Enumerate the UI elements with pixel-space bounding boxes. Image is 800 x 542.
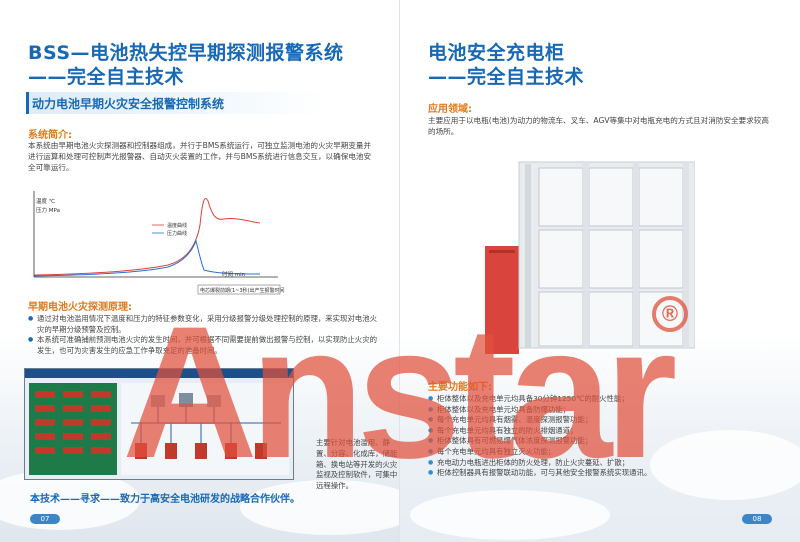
feature-item: 柜体整体以及充电单元均具备30分钟1250℃的耐火性能； — [428, 394, 778, 405]
charging-cabinet-image — [485, 158, 696, 356]
chart-annotation: 电芯爆裂前期(1~3秒)出产生报警时间 — [200, 288, 285, 294]
legend-pressure: 压力曲线 — [167, 231, 188, 237]
principle-list: 通过对电池滥用情况下温度和压力的特征参数变化，采用分级报警分级处理控制的原理，来… — [28, 314, 378, 356]
features-list: 柜体整体以及充电单元均具备30分钟1250℃的耐火性能； 柜体整体以及充电单元均… — [428, 394, 778, 479]
topology-view — [121, 383, 289, 475]
pressure-curve — [33, 239, 261, 277]
cabinet-svg — [485, 161, 696, 354]
legend-temp: 温度曲线 — [167, 223, 188, 229]
principle-heading: 早期电池火灾探测原理: — [28, 302, 132, 313]
x-label: 时间 min — [222, 272, 246, 278]
left-title-line1: BSS—电池热失控早期探测报警系统 — [28, 42, 344, 64]
right-title-line2: ——完全自主技术 — [428, 66, 585, 88]
tagline: 本技术——寻求——致力于高安全电池研发的战略合作伙伴。 — [30, 494, 300, 505]
software-header-bar — [25, 369, 293, 378]
left-title-line2: ——完全自主技术 — [28, 66, 185, 88]
right-page: 电池安全充电柜 ——完全自主技术 应用领域: 主要应用于以电瓶(电池)为动力的物… — [400, 0, 800, 542]
y-label-pressure: 压力 MPa — [36, 208, 60, 214]
features-heading: 主要功能如下: — [428, 382, 492, 393]
cloud-decoration — [240, 480, 400, 535]
cloud-decoration — [410, 490, 610, 540]
page-number-left: 07 — [30, 514, 60, 524]
intro-heading: 系统简介: — [28, 130, 72, 141]
annotation-box — [197, 284, 281, 295]
control-box — [485, 246, 519, 354]
subtitle: 动力电池早期火灾安全报警控制系统 — [32, 97, 225, 111]
application-text: 主要应用于以电瓶(电池)为动力的物流车、叉车、AGV等集中对电瓶充电的方式且对消… — [428, 116, 769, 136]
feature-item: 每个充电单元均具有烟雾、温度探测报警功能； — [428, 415, 778, 426]
topology-svg — [131, 393, 281, 459]
cloud-decoration — [0, 470, 140, 530]
software-description: 主要针对电池滥用、静置、分容、化成库，储能箱、换电站等开发的火灾监视及控制软件，… — [316, 438, 398, 491]
alarm-panel-svg — [35, 391, 111, 454]
temperature-curve — [33, 198, 261, 276]
chart-svg — [33, 191, 281, 295]
left-page: BSS—电池热失控早期探测报警系统 ——完全自主技术 动力电池早期火灾安全报警控… — [0, 0, 400, 542]
y-label-temp: 温度 ℃ — [36, 199, 55, 205]
monitoring-software-screenshot — [24, 368, 294, 480]
right-title-line1: 电池安全充电柜 — [428, 42, 565, 64]
subtitle-bar — [26, 92, 326, 114]
feature-item: 每个充电单元均具有独立的防火排烟通道； — [428, 426, 778, 437]
application-heading: 应用领域: — [428, 104, 472, 115]
intro-text: 本系统由早期电池火灾探测器和控制器组成，并行于BMS系统运行，可独立监测电池的火… — [28, 141, 372, 172]
page-number-right: 08 — [742, 514, 772, 524]
feature-item: 柜体整体以及充电单元均具备防爆功能； — [428, 405, 778, 416]
feature-item: 柜体控制器具有报警联动功能，可与其他安全报警系统实现通讯。 — [428, 468, 778, 479]
feature-item: 充电动力电瓶进出柜体的防火处理，防止火灾蔓延、扩散； — [428, 458, 778, 469]
principle-item: 本系统可准确捕前预测电池火灾的发生时间，并可根据不同需要提前做出报警与控制，以实… — [28, 335, 378, 356]
fire-detection-chart: 温度 ℃ 压力 MPa 温度曲线 压力曲线 时间 min 电芯爆裂前期(1~3秒… — [28, 185, 290, 297]
alarm-panel — [29, 383, 117, 475]
principle-item: 通过对电池滥用情况下温度和压力的特征参数变化，采用分级报警分级处理控制的原理，来… — [28, 314, 378, 335]
feature-item: 柜体整体具有可燃易爆气体浓度探测报警功能； — [428, 436, 778, 447]
registered-mark: ® — [652, 296, 688, 332]
feature-item: 每个充电单元均具有独立灭火功能； — [428, 447, 778, 458]
